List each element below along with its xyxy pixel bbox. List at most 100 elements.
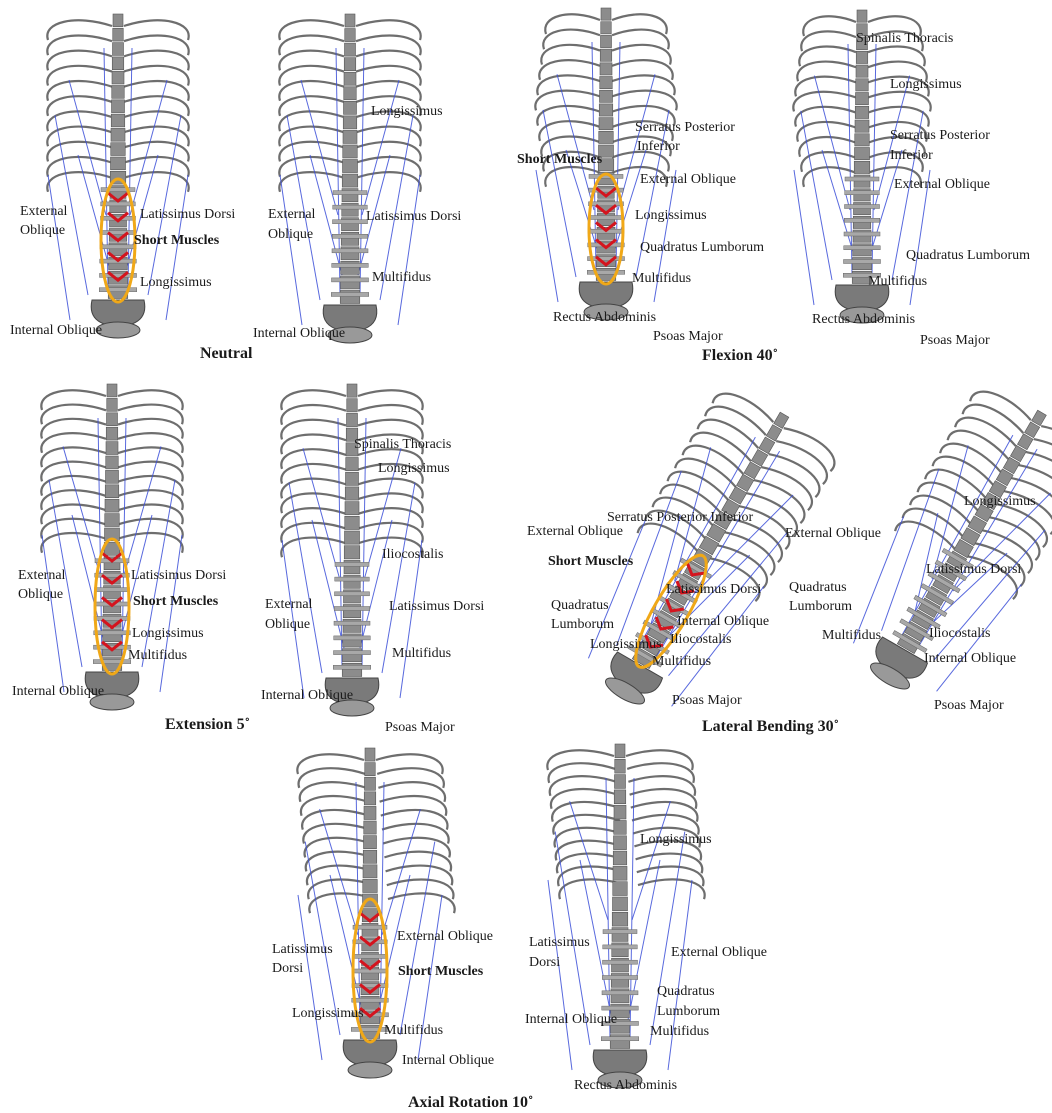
vertebra (365, 763, 376, 776)
label-quadratus-lumborum: Quadratus Lumborum (906, 248, 1030, 263)
vertebra (345, 29, 356, 42)
label-internal-oblique: Internal Oblique (525, 1012, 617, 1027)
label-iliocostalis: Iliocostalis (929, 626, 990, 641)
rib (535, 91, 600, 111)
transverse-process (602, 991, 638, 995)
rib (939, 436, 1003, 484)
muscle-line (616, 42, 620, 272)
rib (279, 96, 344, 116)
vertebra (347, 399, 358, 412)
vertebra (855, 120, 869, 132)
label-short-muscles: Short Muscles (133, 594, 219, 609)
rib (279, 127, 344, 147)
vertebra (365, 777, 376, 790)
label-internal-oblique: Internal Oblique (924, 651, 1016, 666)
vertebra (857, 10, 867, 22)
transverse-process (332, 278, 369, 282)
rib (762, 449, 826, 497)
transverse-process (602, 976, 638, 980)
rib (388, 893, 455, 913)
vertebra (112, 57, 124, 70)
label-internal-oblique: Internal Oblique (253, 326, 345, 341)
vertebra (774, 412, 789, 428)
label-longissimus: Longissimus (132, 626, 204, 641)
rib (539, 60, 600, 80)
pelvis (343, 1040, 397, 1064)
label-serratus-posterior-inferior: Serratus Posterior (890, 128, 990, 143)
transverse-process (335, 577, 370, 581)
transverse-process (844, 260, 881, 264)
label-external-oblique: External Oblique (894, 177, 990, 192)
rib (777, 423, 841, 471)
transverse-process (333, 205, 368, 209)
transverse-process (334, 607, 370, 611)
label-multifidus: Multifidus (128, 648, 187, 663)
muscle-line (280, 175, 302, 325)
vertebra (615, 744, 625, 758)
vertebra (601, 35, 612, 47)
rib (797, 62, 856, 82)
vertebra (107, 384, 117, 397)
label-longissimus: Longissimus (140, 275, 212, 290)
rib (279, 20, 344, 40)
label-multifidus: Multifidus (392, 646, 451, 661)
vertebra (346, 458, 359, 471)
muscle-line (543, 110, 576, 277)
rib (545, 14, 600, 34)
transverse-process (352, 998, 389, 1002)
vertebra (347, 413, 358, 426)
vertebra (347, 384, 357, 397)
vertebra (113, 28, 124, 41)
muscle-line (362, 80, 399, 215)
label-latissimus-dorsi: Latissimus (272, 942, 333, 957)
rib (612, 14, 667, 34)
rib (124, 142, 189, 162)
rib (356, 127, 421, 147)
vertebra (112, 100, 125, 113)
vertebra (600, 63, 612, 75)
vertebra (855, 148, 870, 160)
vertebra (344, 58, 356, 71)
rib (356, 66, 421, 86)
pelvis (91, 300, 145, 324)
rib (279, 172, 344, 192)
muscle-line (919, 447, 1037, 648)
vertebra (107, 398, 118, 411)
vertebra (345, 487, 359, 500)
label-external-oblique: External Oblique (397, 929, 493, 944)
label-short-muscles: Short Muscles (398, 964, 484, 979)
label-latissimus-dorsi: Latissimus Dorsi (366, 209, 461, 224)
vertebra (111, 157, 126, 170)
vertebra (363, 879, 378, 892)
muscle-line (63, 446, 100, 575)
muscle-line (124, 446, 161, 575)
vertebra (346, 472, 359, 485)
transverse-process (333, 191, 367, 195)
transverse-process (100, 245, 136, 249)
vertebra (613, 866, 627, 880)
vertebra (856, 65, 868, 77)
label-latissimus-dorsi: Dorsi (529, 955, 560, 970)
vertebra (105, 485, 119, 498)
label-longissimus: Longissimus (378, 461, 450, 476)
label-latissimus-dorsi: Latissimus Dorsi (389, 599, 484, 614)
label-internal-oblique: Internal Oblique (12, 684, 104, 699)
muscle-line (303, 448, 340, 580)
transverse-process (588, 216, 624, 220)
rib (47, 127, 112, 147)
label-spinalis-thoracis: Spinalis Thoracis (856, 31, 953, 46)
rib (356, 51, 421, 71)
transverse-process (602, 1006, 639, 1010)
transverse-process (352, 984, 388, 988)
label-multifidus: Multifidus (372, 270, 431, 285)
label-psoas-major: Psoas Major (934, 698, 1004, 713)
vertebra (856, 79, 869, 91)
vertebra (615, 759, 626, 773)
transverse-process (95, 573, 130, 577)
vertebra (854, 161, 870, 173)
muscle-line (668, 880, 692, 1070)
label-serratus-posterior-inferior: Serratus Posterior Inferior (607, 510, 754, 525)
panel-flexion: Serratus Posterior Inferior Short Muscle… (517, 31, 1030, 364)
muscle-line (536, 170, 558, 302)
rib (612, 60, 673, 80)
